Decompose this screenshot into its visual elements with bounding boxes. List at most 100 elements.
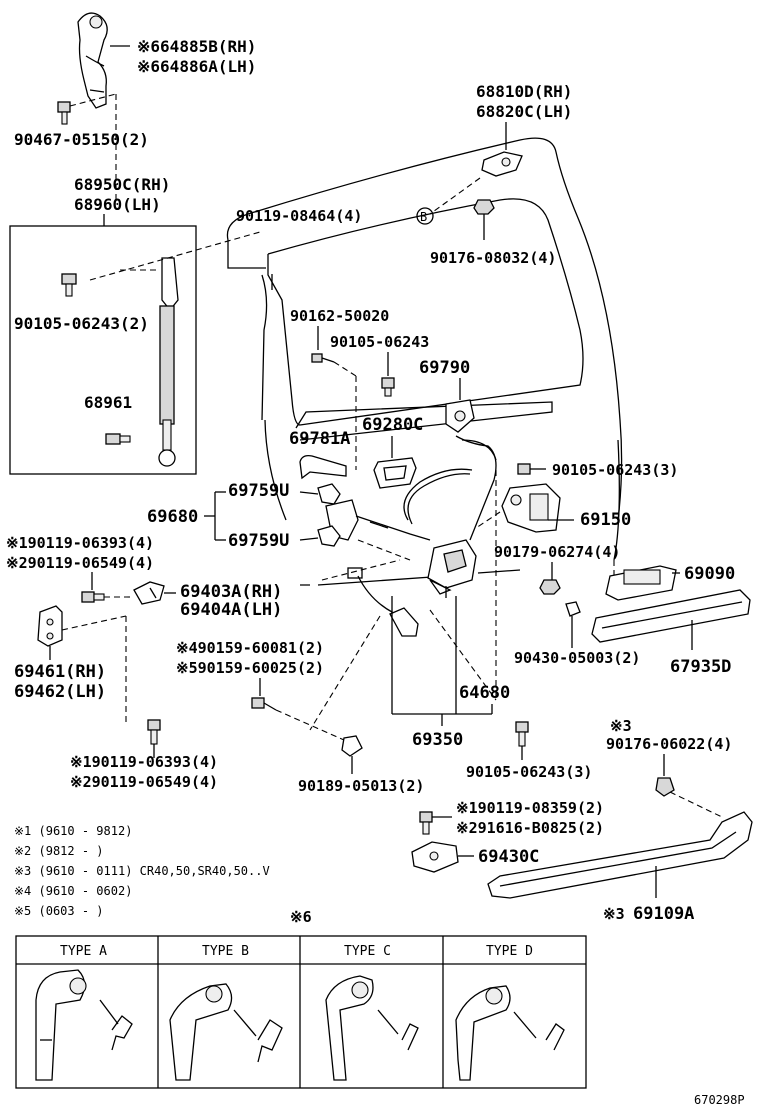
part-number: 90105-06243(3) (552, 461, 678, 479)
svg-text:※664885B(RH): ※664885B(RH) (137, 37, 256, 56)
part-number: 90162-50020 (290, 307, 389, 325)
bolt (57, 93, 117, 200)
part-number: 90179-06274(4) (494, 543, 620, 561)
part-number: 69790 (419, 358, 470, 378)
illustration-code: 670298P (694, 1093, 745, 1107)
bolt (81, 591, 105, 603)
part-number: 90159-60025(2) (198, 659, 324, 677)
type-header: TYPE B (202, 944, 249, 959)
part-number: 90467-05150(2) (14, 130, 149, 149)
part-number: 68961 (84, 393, 132, 412)
applicability-note: ※3 (9610 - 0111) CR40,50,SR40,50..V (14, 864, 270, 878)
part-number: 69350 (412, 730, 463, 750)
bolt (147, 719, 161, 745)
screw (251, 697, 277, 711)
striker-bracket (133, 581, 165, 605)
part-number: 69680 (147, 507, 198, 527)
part-number: 90430-05003(2) (514, 649, 640, 667)
part-number: 90159-60081(2) (198, 639, 324, 657)
outside-handle (605, 565, 677, 601)
hinge-part (77, 12, 130, 109)
svg-text:※290119-06549(4): ※290119-06549(4) (6, 554, 154, 572)
mark: ※1 (6, 534, 28, 552)
part-number: 64680 (459, 683, 510, 703)
mark: ※1 (456, 799, 478, 817)
applicability-note: ※1 (9610 - 9812) (14, 824, 132, 838)
mark-b: B (420, 210, 427, 224)
mark: ※2 (6, 554, 28, 572)
part-number: 68960(LH) (74, 195, 161, 214)
type-c-hinge (325, 975, 419, 1081)
garnish-bar (591, 589, 751, 643)
back-door-panel (226, 137, 623, 586)
part-number: 91616-B0825(2) (478, 819, 604, 837)
part-number: 90176-06022(4) (606, 735, 732, 753)
svg-text:※590159-60025(2): ※590159-60025(2) (176, 659, 324, 677)
applicability-note: ※5 (0603 - ) (14, 904, 104, 918)
svg-text:※190119-08359(2): ※190119-08359(2) (456, 799, 604, 817)
clip (341, 735, 363, 757)
part-number: 69461(RH) (14, 662, 106, 682)
part-number: 69430C (478, 847, 539, 867)
svg-text:※190119-06393(4): ※190119-06393(4) (70, 753, 218, 771)
mark: ※6 (137, 57, 160, 76)
back-door-lock (427, 539, 477, 595)
part-number: 68950C(RH) (74, 175, 170, 194)
mark: ※2 (456, 819, 478, 837)
screw (311, 353, 335, 363)
type-header: TYPE D (486, 944, 533, 959)
door-control-link (317, 483, 431, 547)
mark: ※2 (70, 773, 92, 791)
svg-text:※490159-60081(2): ※490159-60081(2) (176, 639, 324, 657)
mark: ※3 (603, 905, 625, 923)
part-number: 90119-08359(2) (478, 799, 604, 817)
part-number: 90119-08464(4) (236, 207, 362, 225)
part-number: 64886A(LH) (160, 57, 256, 76)
part-number: 90189-05013(2) (298, 777, 424, 795)
nut (473, 199, 495, 215)
clip (105, 433, 131, 445)
bolt (381, 377, 395, 397)
bolt (419, 811, 433, 835)
part-number: 90105-06243(3) (466, 763, 592, 781)
type-a-hinge (35, 969, 133, 1081)
part-number: 69150 (580, 510, 631, 530)
part-number: 64885B(RH) (160, 37, 256, 56)
hinge-bracket (481, 151, 523, 177)
part-number: 69403A(RH) (180, 582, 282, 602)
part-number: 68820C(LH) (476, 102, 572, 121)
applicability-note: ※2 (9812 - ) (14, 844, 104, 858)
protector (487, 811, 753, 899)
part-number: 69090 (684, 564, 735, 584)
mark: ※6 (137, 37, 160, 56)
applicability-note: ※4 (9610 - 0602) (14, 884, 132, 898)
part-number: 69462(LH) (14, 682, 106, 702)
svg-text:※190119-06393(4): ※190119-06393(4) (6, 534, 154, 552)
part-number: 69759U (228, 481, 289, 501)
part-number: 67935D (670, 657, 731, 677)
type-b-hinge (169, 983, 283, 1081)
part-number: 90176-08032(4) (430, 249, 556, 267)
lock-cylinder (445, 399, 475, 433)
inside-handle (373, 457, 417, 489)
part-number: 90119-06393(4) (28, 534, 154, 552)
part-number: 69404A(LH) (180, 600, 282, 620)
clip (655, 777, 675, 797)
svg-text:※291616-B0825(2): ※291616-B0825(2) (456, 819, 604, 837)
part-number: 90119-06549(4) (28, 554, 154, 572)
mark: ※4 (176, 639, 198, 657)
mark-b-circle (416, 207, 434, 225)
striker-plate (37, 605, 63, 647)
bolt (515, 721, 529, 747)
part-number: 68810D(RH) (476, 82, 572, 101)
part-number: 90119-06393(4) (92, 753, 218, 771)
svg-text:※290119-06549(4): ※290119-06549(4) (70, 773, 218, 791)
part-number: 90105-06243(2) (14, 314, 149, 333)
type-d-hinge (455, 985, 565, 1081)
mark: ※3 (610, 717, 632, 735)
damper-stay (89, 231, 261, 467)
damper-stay-box (9, 225, 197, 475)
striker (411, 841, 459, 873)
part-number: 69109A (633, 904, 694, 924)
